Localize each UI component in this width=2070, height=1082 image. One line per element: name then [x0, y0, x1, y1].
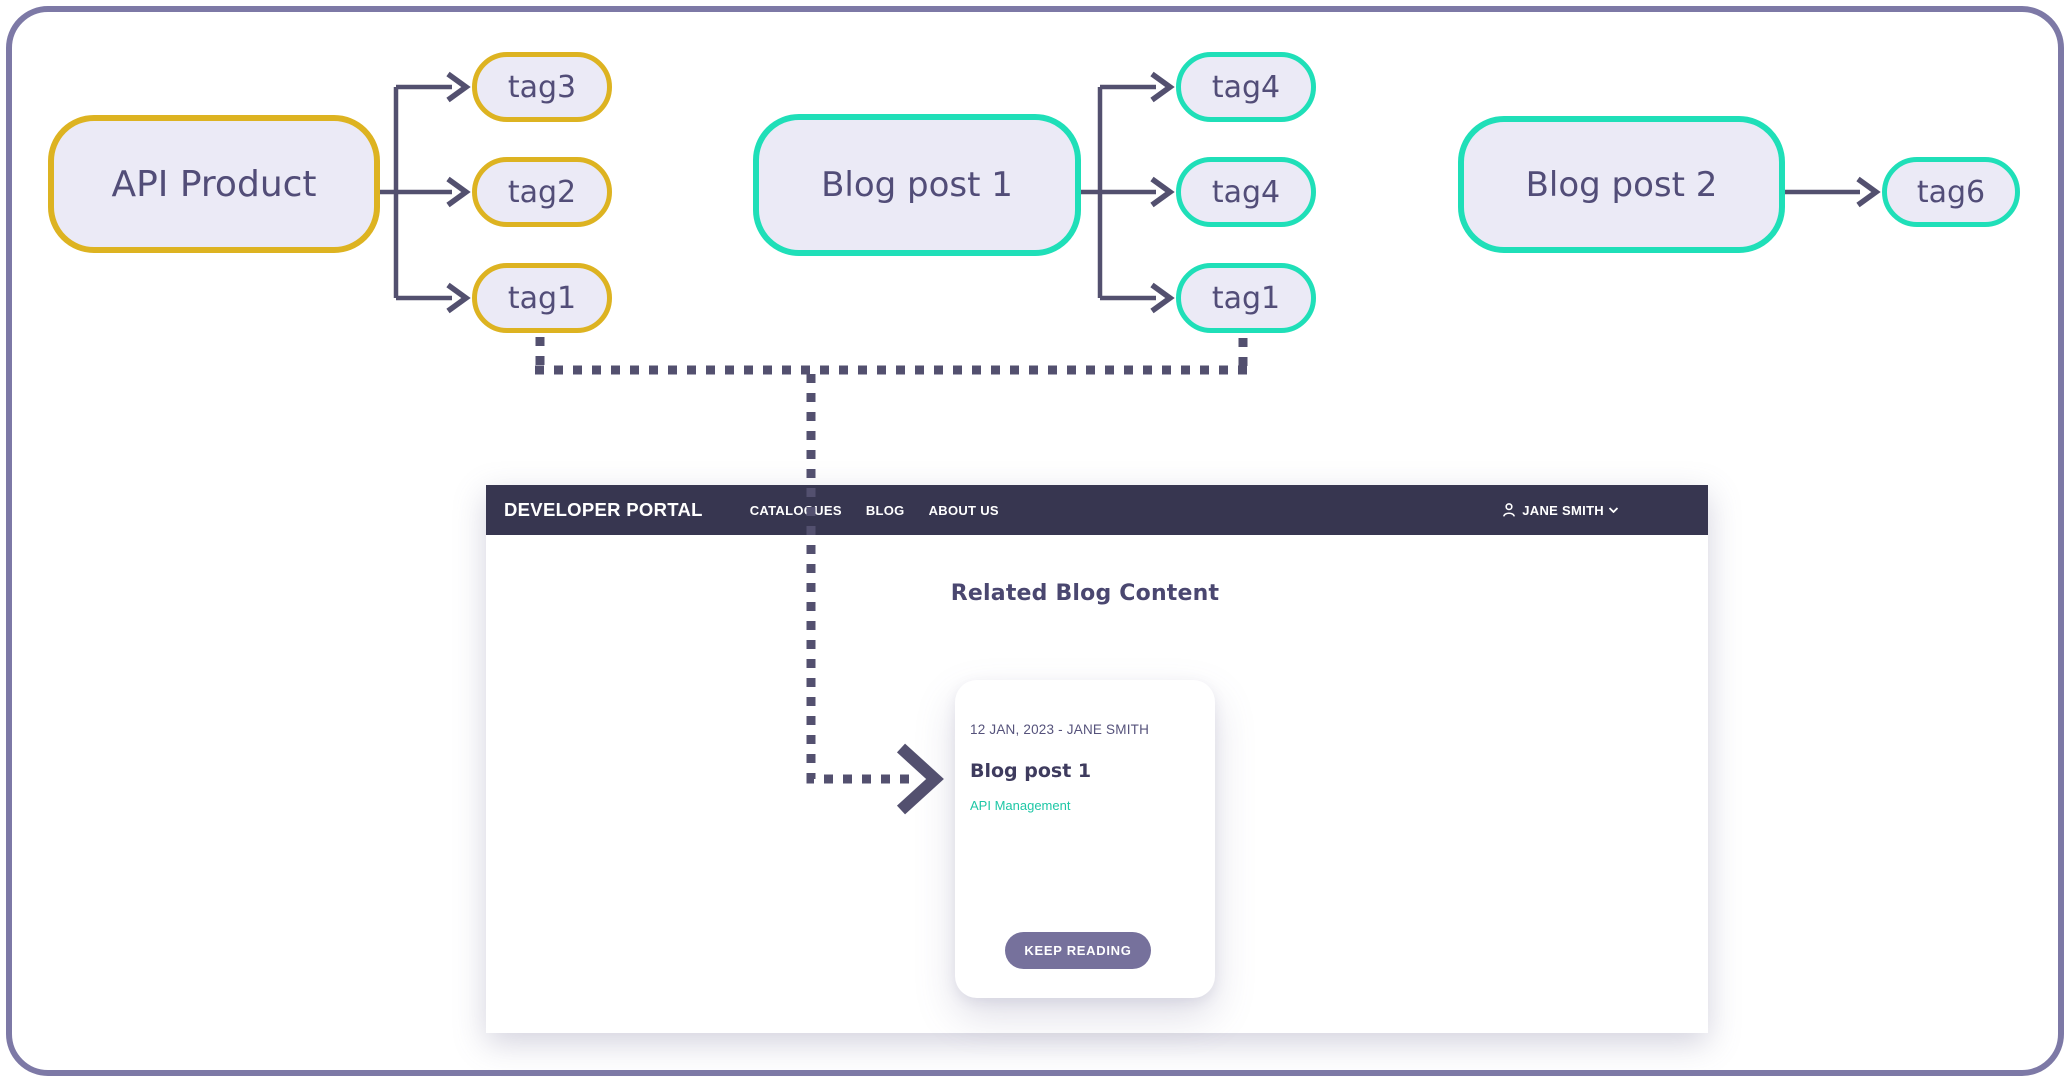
tag2-pill: tag2	[472, 157, 612, 227]
nav-item-blog[interactable]: BLOG	[865, 502, 905, 518]
portal-brand: DEVELOPER PORTAL	[504, 499, 703, 520]
blog-post-2-node: Blog post 2	[1458, 116, 1785, 253]
developer-portal-window: DEVELOPER PORTAL CATALOGUES BLOG ABOUT U…	[486, 485, 1708, 1033]
tag6-pill: tag6	[1882, 157, 2020, 227]
portal-body: Related Blog Content 12 JAN, 2023 - JANE…	[486, 535, 1708, 1033]
tag1-pill-yellow: tag1	[472, 263, 612, 333]
keep-reading-button[interactable]: KEEP READING	[1005, 932, 1151, 969]
caret-down-icon	[1609, 507, 1618, 513]
user-menu[interactable]: JANE SMITH	[1501, 502, 1618, 518]
user-name: JANE SMITH	[1522, 502, 1604, 518]
tag4-pill-top: tag4	[1176, 52, 1316, 122]
nav-item-about-us[interactable]: ABOUT US	[928, 502, 999, 518]
portal-navbar: DEVELOPER PORTAL CATALOGUES BLOG ABOUT U…	[486, 485, 1708, 535]
card-title: Blog post 1	[970, 760, 1092, 782]
tag3-pill: tag3	[472, 52, 612, 122]
section-title: Related Blog Content	[950, 581, 1220, 606]
blog-post-1-node: Blog post 1	[753, 114, 1081, 256]
nav-item-catalogues[interactable]: CATALOGUES	[749, 502, 842, 518]
card-tag-link[interactable]: API Management	[970, 798, 1071, 813]
api-product-node: API Product	[48, 115, 380, 253]
card-meta: 12 JAN, 2023 - JANE SMITH	[970, 722, 1150, 737]
portal-nav: CATALOGUES BLOG ABOUT US	[750, 503, 999, 518]
tag1-pill-teal: tag1	[1176, 263, 1316, 333]
user-icon	[1501, 502, 1517, 518]
tag4-pill-middle: tag4	[1176, 157, 1316, 227]
blog-card: 12 JAN, 2023 - JANE SMITH Blog post 1 AP…	[955, 680, 1215, 998]
